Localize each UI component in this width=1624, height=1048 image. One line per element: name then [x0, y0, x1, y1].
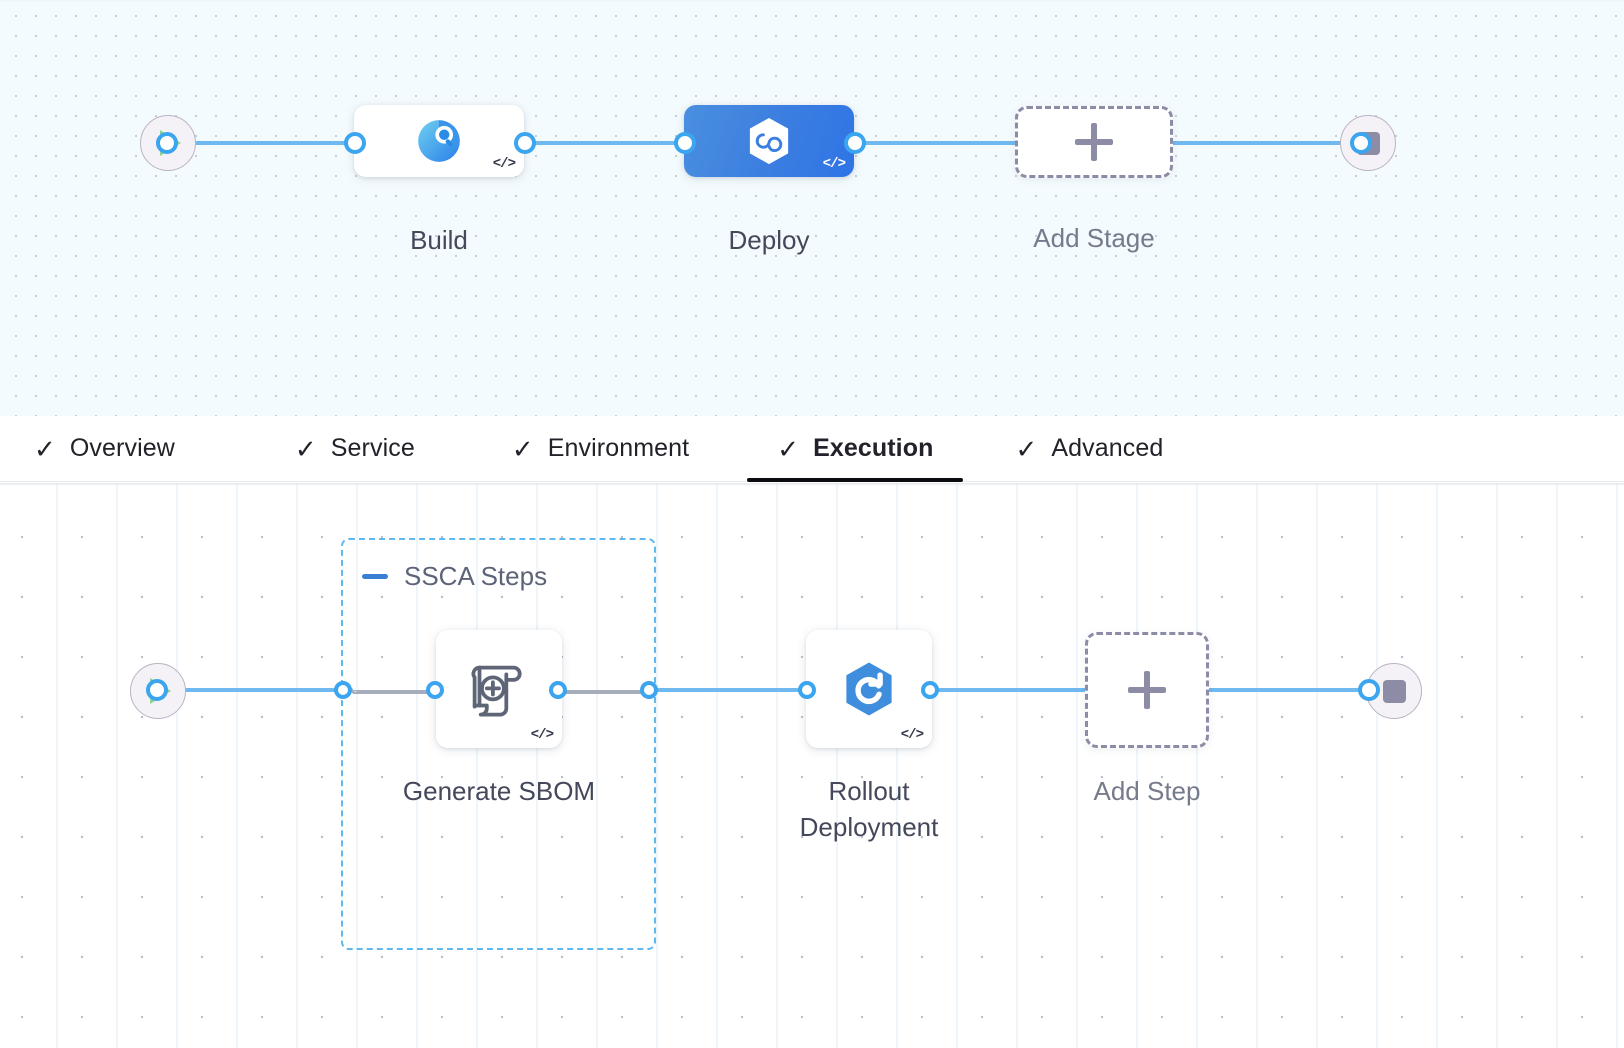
step-start-port[interactable] — [146, 679, 168, 701]
wire-build-to-deploy — [515, 141, 695, 145]
step-end-port[interactable] — [1358, 679, 1380, 701]
step-node-generate-sbom[interactable]: </> — [436, 630, 562, 748]
tab-environment[interactable]: ✓ Environment — [512, 416, 689, 482]
stage-config-tabs: ✓ Overview ✓ Service ✓ Environment ✓ Exe… — [0, 416, 1624, 482]
stage-deploy-port-out[interactable] — [844, 132, 866, 154]
check-icon: ✓ — [1015, 433, 1038, 464]
wire-deploy-to-addstage — [845, 141, 1025, 145]
step-label-rollout-line2: Deployment — [799, 812, 939, 843]
wire-addstage-to-end — [1160, 141, 1360, 145]
generate-sbom-code-glyph[interactable]: </> — [530, 727, 554, 743]
stage-start-port[interactable] — [156, 132, 178, 154]
wire-addstep-to-end — [1205, 688, 1375, 692]
tab-advanced[interactable]: ✓ Advanced — [1015, 416, 1163, 482]
add-stage-label: Add Stage — [1033, 223, 1155, 253]
harness-hexagon-icon — [742, 114, 796, 168]
tab-advanced-label: Advanced — [1051, 434, 1164, 462]
step-label-rollout-line1: Rollout — [828, 776, 910, 806]
step-group-ssca[interactable] — [341, 538, 656, 950]
minus-icon[interactable] — [362, 574, 388, 579]
stage-build-port-in[interactable] — [344, 132, 366, 154]
step-rollout-port-out[interactable] — [921, 681, 939, 699]
tab-environment-label: Environment — [547, 434, 690, 462]
stop-icon — [1382, 679, 1406, 703]
add-stage-button[interactable] — [1015, 106, 1173, 178]
plus-icon — [1075, 123, 1113, 161]
stage-end-port[interactable] — [1350, 132, 1372, 154]
tab-execution-label: Execution — [813, 434, 934, 462]
add-step-label: Add Step — [1093, 776, 1201, 806]
stage-deploy-port-in[interactable] — [674, 132, 696, 154]
wire-rollout-to-addstep — [925, 688, 1090, 692]
step-group-port-in[interactable] — [334, 681, 352, 699]
scroll-plus-icon — [460, 650, 538, 728]
step-label-generate-sbom: Generate SBOM — [402, 776, 596, 806]
tab-service-label: Service — [330, 434, 415, 462]
step-sbom-port-out[interactable] — [549, 681, 567, 699]
step-group-ssca-title: SSCA Steps — [404, 561, 548, 591]
wire-start-to-group — [178, 688, 353, 692]
rollout-code-glyph[interactable]: </> — [900, 727, 924, 743]
build-code-glyph[interactable]: </> — [492, 156, 516, 172]
tab-overview[interactable]: ✓ Overview — [34, 416, 175, 482]
check-icon: ✓ — [511, 433, 534, 464]
step-sbom-port-in[interactable] — [426, 681, 444, 699]
wire-start-to-build — [190, 141, 360, 145]
build-pie-icon — [414, 116, 464, 166]
check-icon: ✓ — [294, 433, 317, 464]
check-icon: ✓ — [777, 433, 800, 464]
wire-group-to-rollout — [650, 688, 825, 692]
wire-sbom-to-groupout — [562, 690, 652, 694]
deploy-code-glyph[interactable]: </> — [822, 156, 846, 172]
check-icon: ✓ — [34, 433, 56, 464]
stage-node-build[interactable]: </> — [354, 105, 524, 177]
tab-execution[interactable]: ✓ Execution — [747, 416, 964, 482]
step-group-port-out[interactable] — [640, 681, 658, 699]
stage-graph-canvas[interactable]: </> Build </> Deploy Add Stage — [0, 0, 1624, 416]
k8s-rollout-hexagon-icon — [838, 658, 900, 720]
add-step-button[interactable] — [1085, 632, 1209, 748]
step-rollout-port-in[interactable] — [798, 681, 816, 699]
plus-icon — [1128, 671, 1166, 709]
stage-node-deploy[interactable]: </> — [684, 105, 854, 177]
step-node-rollout-deployment[interactable]: </> — [806, 630, 932, 748]
execution-steps-canvas[interactable]: SSCA Steps — [0, 483, 1624, 1048]
wire-group-to-sbom — [352, 690, 437, 694]
stage-build-port-out[interactable] — [514, 132, 536, 154]
step-group-ssca-header[interactable]: SSCA Steps — [362, 561, 547, 592]
tab-service[interactable]: ✓ Service — [295, 416, 415, 482]
tab-overview-label: Overview — [69, 434, 175, 462]
step-label-rollout-deployment: Rollout Deployment — [744, 773, 994, 846]
stage-label-deploy: Deploy — [728, 225, 810, 255]
stage-label-build: Build — [410, 225, 468, 255]
